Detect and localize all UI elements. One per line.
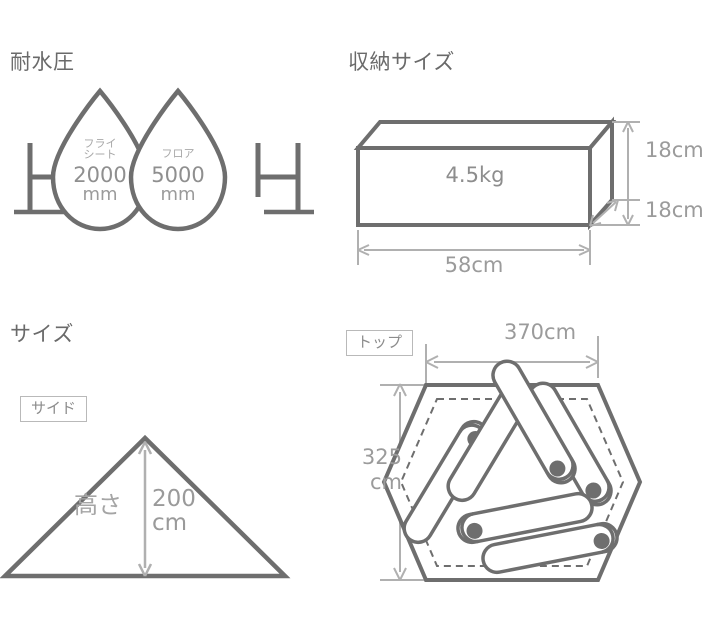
tag-top: トップ	[346, 330, 414, 356]
side-view-diagram	[0, 434, 291, 579]
bag-weight-label: 4.5kg	[445, 163, 505, 187]
drop-unit-floor: mm	[160, 184, 196, 205]
dim-height-200cm	[137, 441, 153, 577]
sleeping-bag-6	[481, 521, 619, 575]
storage-size-title: 収納サイズ	[348, 50, 455, 74]
size-title: サイズ	[10, 322, 74, 346]
side-height-jp-label: 高さ	[74, 491, 122, 519]
side-height-value: 200	[152, 486, 196, 512]
drop-value-floor: 5000	[151, 163, 205, 187]
dim-width-58cm	[357, 230, 591, 265]
size-side-panel: サイズ サイド 高さ 200 cm	[0, 300, 340, 624]
top-depth-value: 325	[361, 445, 402, 469]
dim-label-height: 18cm	[645, 138, 704, 162]
side-height-unit: cm	[152, 510, 188, 536]
sleeping-bag-5	[456, 491, 594, 545]
drop-label-line2: シート	[83, 148, 117, 162]
water-resistance-panel: 耐水圧 フライ シート 2000 mm フロア 5000 mm	[0, 0, 340, 300]
h-letter-right	[255, 143, 301, 210]
drop-floor	[128, 87, 228, 232]
drop-label-floor: フロア	[161, 147, 195, 160]
size-top-panel: トップ	[340, 300, 720, 624]
dim-label-width: 58cm	[444, 253, 504, 277]
drop-label-fly-sheet: フライ シート	[60, 138, 140, 160]
top-depth-unit: cm	[369, 470, 402, 494]
h2o-diagram	[14, 87, 314, 232]
tent-hexagon-inner-dashed	[399, 398, 625, 567]
water-resistance-title: 耐水圧	[10, 50, 75, 74]
drop-label-line1: フライ	[83, 137, 117, 150]
drop-unit-fly-sheet: mm	[82, 184, 118, 205]
drop-value-fly-sheet: 2000	[73, 163, 127, 187]
bag-top-face	[353, 120, 617, 150]
drop-fly-sheet	[50, 87, 150, 232]
storage-bag-diagram	[353, 116, 640, 265]
top-width-label: 370cm	[503, 320, 577, 344]
bag-front-face	[356, 146, 592, 227]
dim-label-depth: 18cm	[645, 198, 704, 222]
tag-side: サイド	[20, 396, 88, 422]
sleeping-bags-group	[402, 359, 619, 575]
dim-depth-18cm	[589, 199, 640, 227]
sleeping-bag-4	[491, 359, 577, 485]
top-view-diagram	[380, 336, 643, 582]
storage-size-panel: 収納サイズ	[340, 0, 720, 300]
